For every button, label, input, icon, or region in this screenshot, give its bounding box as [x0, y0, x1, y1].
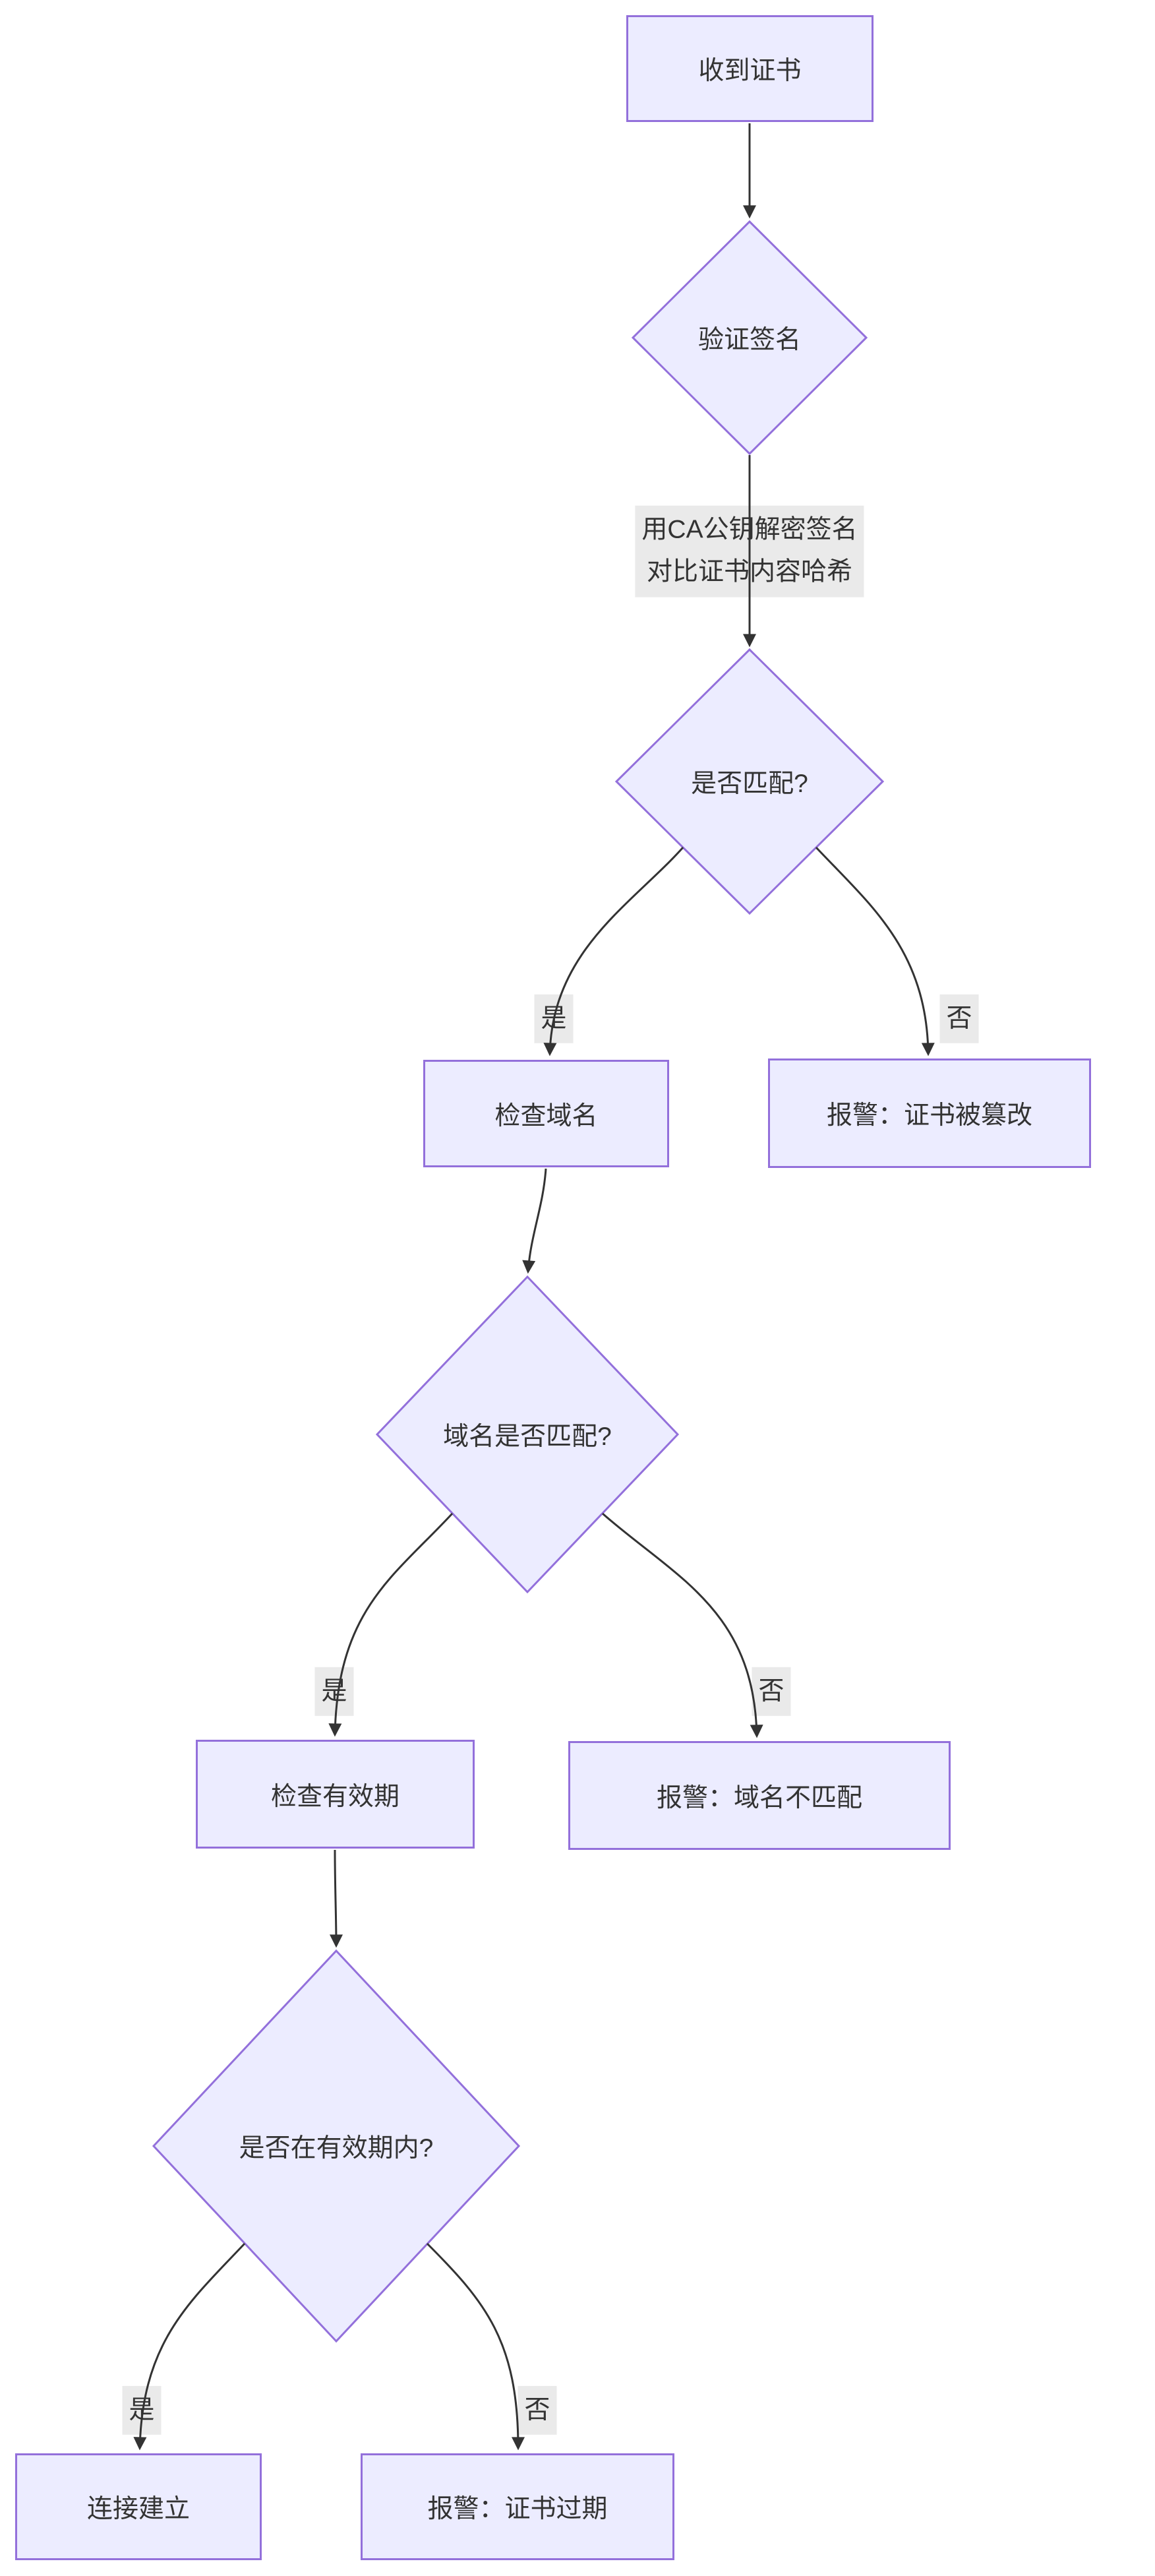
node-receive-cert: 收到证书 — [626, 15, 874, 122]
node-alert-cert-expired: 报警：证书过期 — [361, 2453, 674, 2560]
diamond-match-question-label: 是否匹配? — [691, 770, 808, 798]
node-check-validity-label: 检查有效期 — [270, 1782, 400, 1811]
edge-label-no-3: 否 — [518, 2385, 557, 2436]
node-receive-cert-label: 收到证书 — [698, 57, 802, 85]
edge-label-no-2: 否 — [752, 1667, 791, 1717]
node-check-domain: 检查域名 — [423, 1060, 669, 1167]
edge-check-domain-to-domain-match — [522, 1168, 547, 1274]
edge-label-decrypt-line1: 用CA公钥解密签名 — [641, 515, 858, 544]
node-check-validity: 检查有效期 — [196, 1740, 475, 1849]
edge-validity-no-to-alert-expired — [426, 2242, 525, 2451]
node-connection-established: 连接建立 — [15, 2453, 262, 2560]
node-alert-tampered: 报警：证书被篡改 — [768, 1058, 1091, 1168]
node-alert-cert-expired-label: 报警：证书过期 — [427, 2495, 608, 2523]
edge-check-validity-to-in-validity — [329, 1849, 343, 1948]
edge-label-decrypt-line2: 对比证书内容哈希 — [646, 558, 852, 586]
node-alert-domain-mismatch-label: 报警：域名不匹配 — [656, 1783, 862, 1812]
node-alert-tampered-label: 报警：证书被篡改 — [826, 1101, 1032, 1130]
edge-label-yes-1: 是 — [534, 994, 574, 1044]
edge-label-decrypt-signature: 用CA公钥解密签名 对比证书内容哈希 — [635, 505, 864, 598]
edge-domain-no-to-alert-domain — [602, 1512, 763, 1738]
edge-match-no-to-alert-tampered — [815, 846, 935, 1057]
diamond-in-validity-label: 是否在有效期内? — [239, 2134, 434, 2162]
node-alert-domain-mismatch: 报警：域名不匹配 — [568, 1741, 951, 1850]
node-connection-established-label: 连接建立 — [86, 2495, 190, 2523]
edge-label-no-1: 否 — [939, 994, 979, 1044]
edge-label-yes-2: 是 — [314, 1667, 354, 1717]
edge-label-yes-3: 是 — [122, 2385, 162, 2436]
diamond-domain-match-label: 域名是否匹配? — [443, 1423, 612, 1451]
diamond-verify-signature-label: 验证签名 — [697, 326, 802, 354]
node-check-domain-label: 检查域名 — [494, 1101, 598, 1130]
